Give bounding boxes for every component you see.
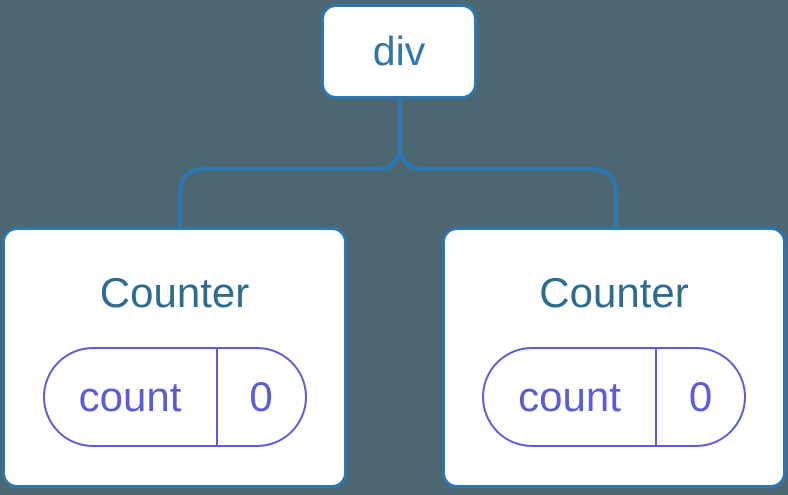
state-key-cell: count	[45, 349, 218, 445]
counter-node-right: Counter count 0	[442, 227, 786, 488]
state-pill: count 0	[42, 347, 307, 447]
state-value-cell: 0	[657, 349, 744, 445]
connector-left-branch	[178, 99, 402, 229]
root-node-div: div	[321, 4, 477, 99]
counter-node-left: Counter count 0	[2, 227, 347, 488]
counter-node-title: Counter	[539, 269, 689, 316]
state-value: 0	[688, 373, 713, 420]
state-key-label: count	[78, 373, 182, 420]
counter-node-title: Counter	[99, 269, 250, 316]
root-node-label: div	[372, 28, 426, 74]
connector-right-branch	[398, 99, 618, 229]
state-value-cell: 0	[218, 349, 305, 445]
state-key-cell: count	[484, 349, 657, 445]
state-value: 0	[249, 373, 273, 420]
state-pill: count 0	[482, 347, 746, 447]
state-key-label: count	[518, 373, 621, 420]
